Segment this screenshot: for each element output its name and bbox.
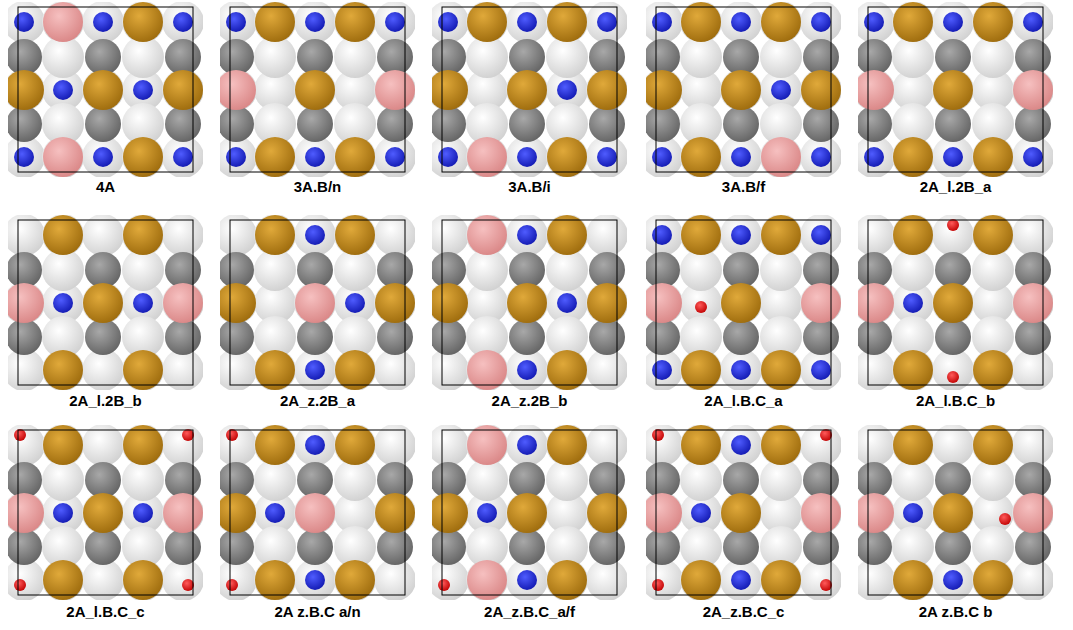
panel-caption: 2A_z.B.C_c: [646, 603, 841, 621]
panel-caption: 3A.B/f: [646, 178, 841, 196]
structure-panel: [432, 2, 627, 177]
structure-panel: [220, 425, 415, 600]
structure-panel: [858, 2, 1053, 177]
structure-panel: [646, 2, 841, 177]
panel-caption: 3A.B/i: [432, 178, 627, 196]
structure-panel: [858, 425, 1053, 600]
structure-panel: [8, 2, 203, 177]
panel-caption: 2A z.B.C b: [858, 603, 1053, 621]
structure-panel: [432, 425, 627, 600]
panel-caption: 2A z.B.C a/n: [220, 603, 415, 621]
structure-panel: [220, 215, 415, 390]
structure-panel: [8, 215, 203, 390]
panel-caption: 2A_z.2B_b: [432, 392, 627, 410]
panel-caption: 2A_z.2B_a: [220, 392, 415, 410]
structure-panel: [432, 215, 627, 390]
structure-panel: [8, 425, 203, 600]
panel-caption: 4A: [8, 178, 203, 196]
panel-caption: 2A_l.B.C_c: [8, 603, 203, 621]
panel-caption: 2A_z.B.C_a/f: [432, 603, 627, 621]
panel-caption: 3A.B/n: [220, 178, 415, 196]
panel-caption: 2A_l.B.C_b: [858, 392, 1053, 410]
structure-panel: [858, 215, 1053, 390]
panel-caption: 2A_l.2B_a: [858, 178, 1053, 196]
structure-panel: [646, 215, 841, 390]
panel-caption: 2A_l.B.C_a: [646, 392, 841, 410]
structure-panel: [646, 425, 841, 600]
structure-panel: [220, 2, 415, 177]
panel-caption: 2A_l.2B_b: [8, 392, 203, 410]
